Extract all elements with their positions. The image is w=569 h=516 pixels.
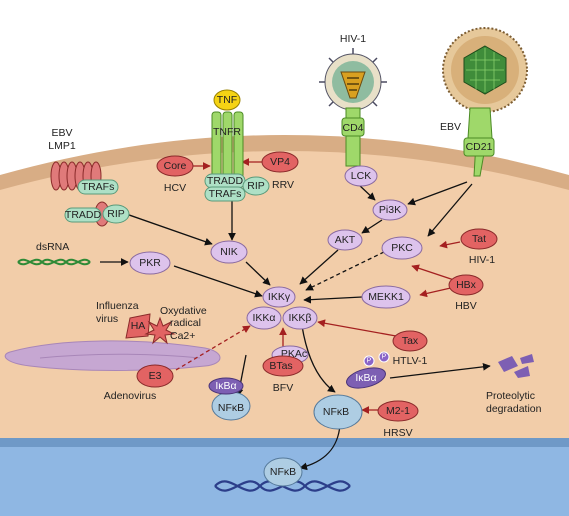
svg-text:Tat: Tat: [472, 233, 486, 245]
ikkb-node: [282, 306, 318, 330]
pi3k-node: [372, 199, 408, 221]
phosphate-1-icon: [363, 355, 375, 367]
svg-text:HA: HA: [131, 320, 146, 332]
pkr-node: [129, 251, 171, 275]
bfv-label: BFV: [273, 382, 293, 394]
ca2-label: Ca2+: [170, 330, 195, 342]
hrsv-label: HRSV: [383, 427, 412, 439]
cd4-receptor: [345, 107, 361, 167]
vp4-node: [261, 151, 299, 173]
svg-text:PKC: PKC: [391, 242, 413, 254]
tax-node: [392, 330, 428, 352]
svg-text:NIK: NIK: [220, 246, 238, 258]
rip-top: [242, 176, 270, 196]
hiv-tat-label: HIV-1: [469, 254, 495, 266]
nfkb-mid-node: [313, 394, 363, 430]
dsrna-label: dsRNA: [36, 241, 69, 253]
hbx-node: [448, 274, 484, 296]
hiv-virion-icon: [319, 48, 387, 111]
ikka-node: [246, 306, 282, 330]
svg-text:BTas: BTas: [269, 360, 292, 372]
lck-node: [344, 165, 378, 187]
svg-text:Pi3K: Pi3K: [379, 204, 401, 216]
virus-label: virus: [96, 313, 118, 325]
svg-text:M2-1: M2-1: [386, 405, 410, 417]
htlv-label: HTLV-1: [393, 355, 428, 367]
er-membrane-icon: [4, 340, 221, 371]
ebv-right-label: EBV: [440, 121, 461, 133]
nik-node: [210, 240, 248, 264]
svg-text:TRAFs: TRAFs: [209, 188, 242, 200]
influenza-label: Influenza: [96, 300, 139, 312]
svg-text:RIP: RIP: [247, 180, 265, 192]
svg-text:Tax: Tax: [402, 335, 419, 347]
activation-arrows: [100, 181, 491, 471]
ebv-virion-icon: [442, 27, 528, 113]
svg-text:NFκB: NFκB: [270, 466, 296, 478]
tnf-ligand: [213, 89, 241, 111]
m21-node: [377, 400, 419, 422]
ikba-left-node: [208, 377, 244, 395]
lmp1-label: LMP1: [48, 140, 76, 152]
radical-label: radical: [170, 317, 201, 329]
svg-text:IKKγ: IKKγ: [268, 291, 291, 303]
core-node: [156, 155, 194, 177]
cd4-label: CD4: [342, 122, 363, 134]
adenovirus-label: Adenovirus: [104, 390, 157, 402]
phosphate-2-icon: [378, 351, 390, 363]
hcv-label: HCV: [164, 182, 186, 194]
degradation-label: degradation: [486, 403, 542, 415]
svg-text:AKT: AKT: [335, 234, 356, 246]
radical-burst-icon: [144, 316, 176, 345]
rrv-label: RRV: [272, 179, 294, 191]
svg-text:VP4: VP4: [270, 156, 290, 168]
hiv-virion-label: HIV-1: [340, 33, 366, 45]
ebv-left-label: EBV: [51, 127, 72, 139]
svg-text:P: P: [367, 358, 372, 365]
rip-left: [102, 204, 130, 224]
dsrna-icon: [17, 258, 91, 266]
oxydative-label: Oxydative: [160, 305, 207, 317]
trafs-left: [77, 179, 119, 195]
tradd-left: [64, 207, 102, 223]
e3-node: [136, 364, 174, 388]
akt-node: [327, 229, 363, 251]
degradation-fragments-icon: [498, 354, 534, 378]
svg-text:TRADD: TRADD: [207, 175, 244, 187]
svg-text:TRADD: TRADD: [65, 209, 102, 221]
svg-text:PKR: PKR: [139, 257, 161, 269]
svg-text:RIP: RIP: [107, 208, 125, 220]
btas-node: [262, 355, 304, 377]
cd21-label: CD21: [466, 141, 493, 153]
svg-text:TRAFs: TRAFs: [82, 181, 115, 193]
ikba-phospho-node: [346, 367, 386, 389]
pkc-node: [381, 236, 423, 260]
svg-text:IKKβ: IKKβ: [289, 312, 312, 324]
svg-text:Core: Core: [164, 160, 187, 172]
svg-text:IKKα: IKKα: [253, 312, 276, 324]
svg-text:LCK: LCK: [351, 170, 371, 182]
tat-node: [460, 228, 498, 250]
mekk1-node: [361, 285, 411, 309]
nfkb-nucleus-node: [263, 457, 303, 487]
ha-node: HA: [125, 313, 151, 339]
trafs-top: [204, 186, 246, 202]
svg-text:HBx: HBx: [456, 279, 477, 291]
hbv-label: HBV: [455, 300, 477, 312]
tnfr-receptor: [211, 111, 244, 179]
proteolytic-label: Proteolytic: [486, 390, 535, 402]
svg-text:NFκB: NFκB: [218, 402, 244, 414]
tnfr-label: TNFR: [213, 126, 241, 138]
ikkg-node: [262, 286, 296, 308]
tnf-label: TNF: [217, 94, 237, 106]
svg-text:IκBα: IκBα: [355, 372, 376, 384]
svg-text:E3: E3: [149, 370, 162, 382]
svg-text:MEKK1: MEKK1: [368, 291, 404, 303]
svg-text:IκBα: IκBα: [215, 380, 236, 392]
svg-text:NFκB: NFκB: [323, 406, 349, 418]
svg-text:P: P: [382, 354, 387, 361]
